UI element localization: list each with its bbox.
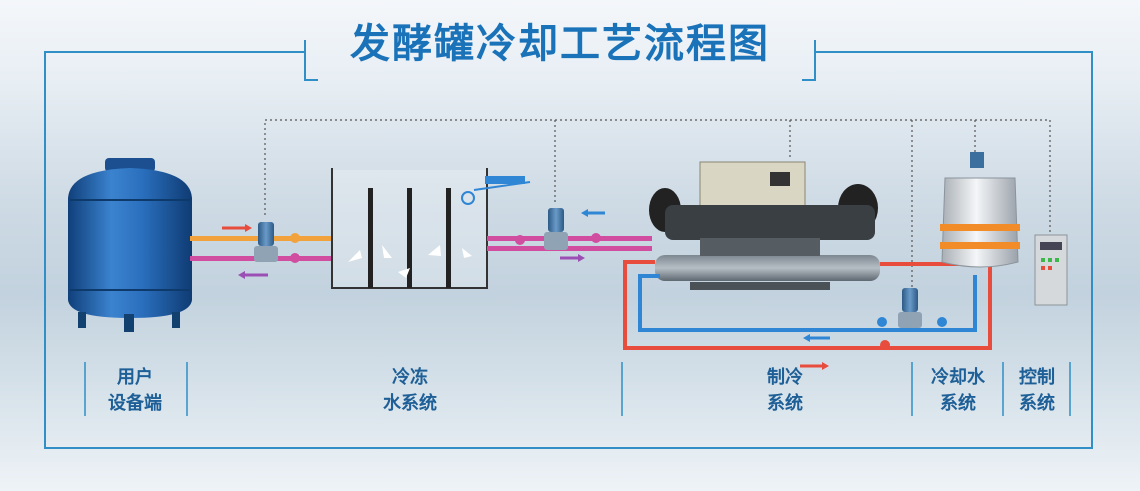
fermentation-tank — [68, 158, 192, 332]
label-chilled-line1: 冷冻 — [392, 367, 428, 388]
control-cabinet — [1034, 234, 1068, 306]
label-cooling-line2: 系统 — [940, 393, 976, 414]
water-chiller-unit — [649, 161, 880, 290]
page-title: 发酵罐冷却工艺流程图 — [350, 21, 770, 67]
label-user-equipment: 用户 设备端 — [95, 365, 175, 417]
pump-chilled — [515, 208, 601, 250]
label-control-line1: 控制 — [1019, 367, 1055, 388]
chilled-water-tank — [331, 168, 531, 289]
cooling-tower — [940, 152, 1020, 268]
pump-cooling — [877, 288, 947, 350]
label-user-line1: 用户 — [117, 367, 153, 388]
pump-user — [254, 222, 300, 263]
label-control-line2: 系统 — [1019, 393, 1055, 414]
label-control: 控制 系统 — [1006, 365, 1068, 417]
outer-frame — [44, 51, 1093, 449]
label-cooling-line1: 冷却水 — [931, 367, 985, 388]
chiller-water-pipes — [487, 209, 652, 262]
section-dividers — [84, 362, 1071, 416]
label-refrigeration: 制冷 系统 — [740, 365, 830, 417]
label-user-line2: 设备端 — [108, 393, 162, 414]
control-dotted-lines — [264, 119, 1051, 288]
label-cooling-water: 冷却水 系统 — [918, 365, 998, 417]
label-chilled-water: 冷冻 水系统 — [360, 365, 460, 417]
title-bracket-left — [304, 40, 318, 81]
label-chilled-line2: 水系统 — [383, 393, 437, 414]
title-bracket-right — [802, 40, 816, 81]
label-refrig-line2: 系统 — [767, 393, 803, 414]
label-refrig-line1: 制冷 — [767, 367, 803, 388]
